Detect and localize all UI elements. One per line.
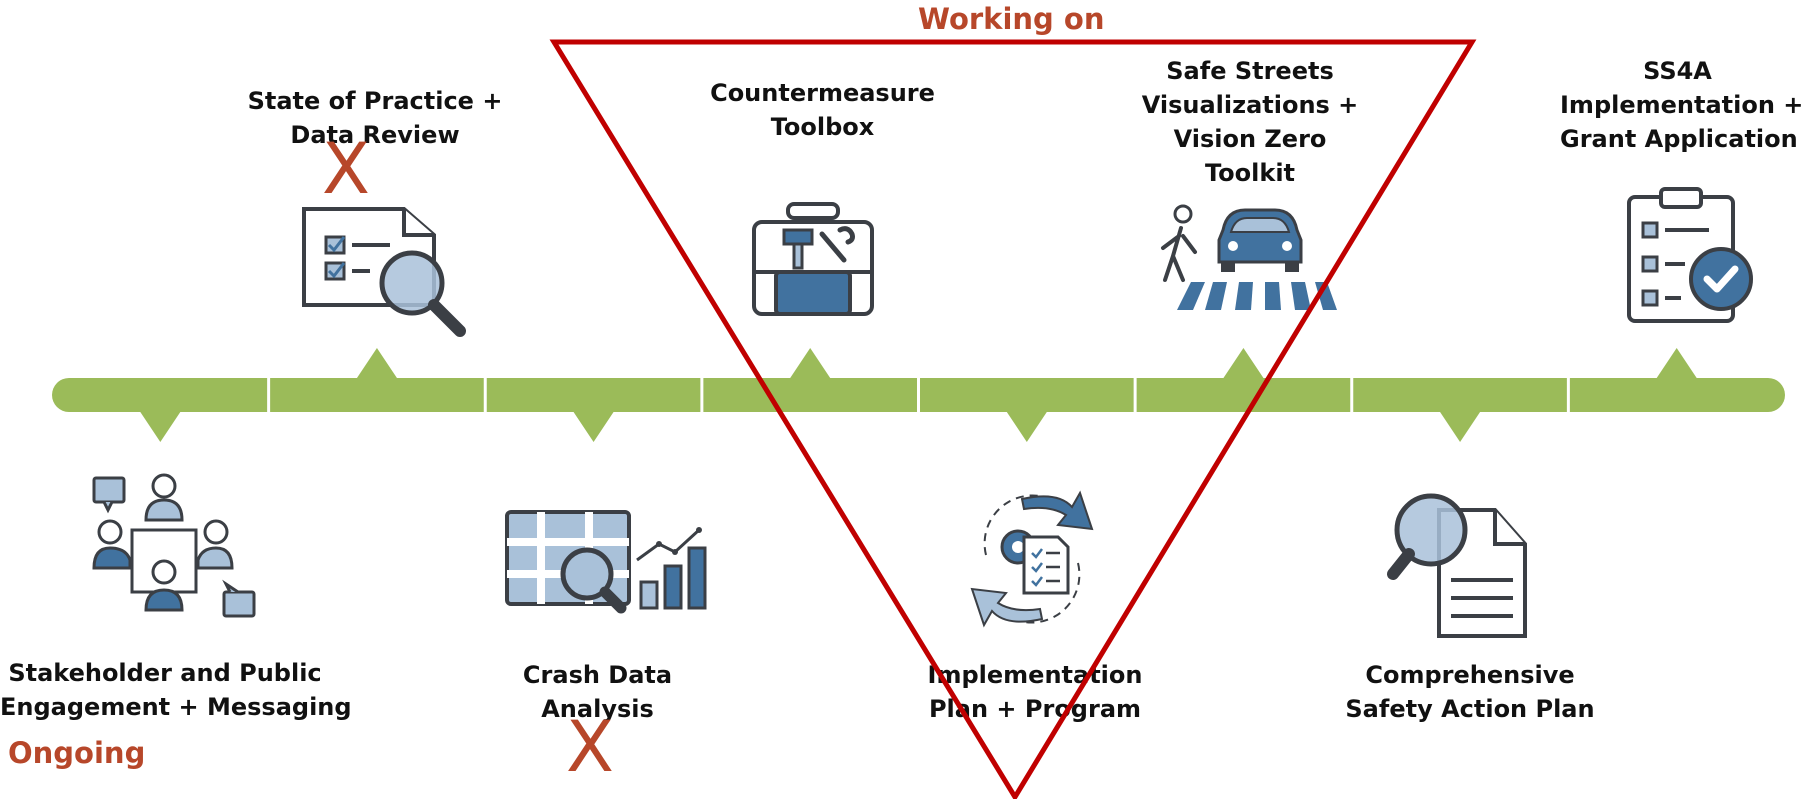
crash-data-x-mark: X: [566, 706, 614, 788]
map-chart-icon: [505, 510, 707, 614]
timeline-pointer-comprehensive-plan: [1440, 412, 1481, 442]
cycle-gear-document-icon: [970, 490, 1094, 628]
step-label-state-of-practice: State of Practice +Data Review: [247, 87, 503, 149]
clipboard-check-icon: [1627, 187, 1753, 323]
ongoing-label: Ongoing: [8, 736, 146, 770]
document-magnifier-icon: [1387, 493, 1527, 638]
working-on-label: Working on: [918, 2, 1105, 36]
meeting-people-icon: [92, 473, 256, 618]
timeline-pointer-stakeholder: [140, 412, 181, 442]
timeline-pointer-state-of-practice: [356, 348, 397, 378]
timeline-pointer-countermeasure: [790, 348, 831, 378]
timeline-pointer-ss4a: [1656, 348, 1697, 378]
timeline-pointer-safe-streets: [1223, 348, 1264, 378]
pedestrian-car-crosswalk-icon: [1161, 204, 1337, 310]
state-of-practice-x-mark: X: [322, 128, 370, 210]
timeline-pointer-implementation-plan: [1006, 412, 1047, 442]
checklist-magnifier-icon: [302, 207, 466, 337]
toolbox-icon: [752, 202, 874, 316]
timeline-pointer-crash-data: [573, 412, 614, 442]
